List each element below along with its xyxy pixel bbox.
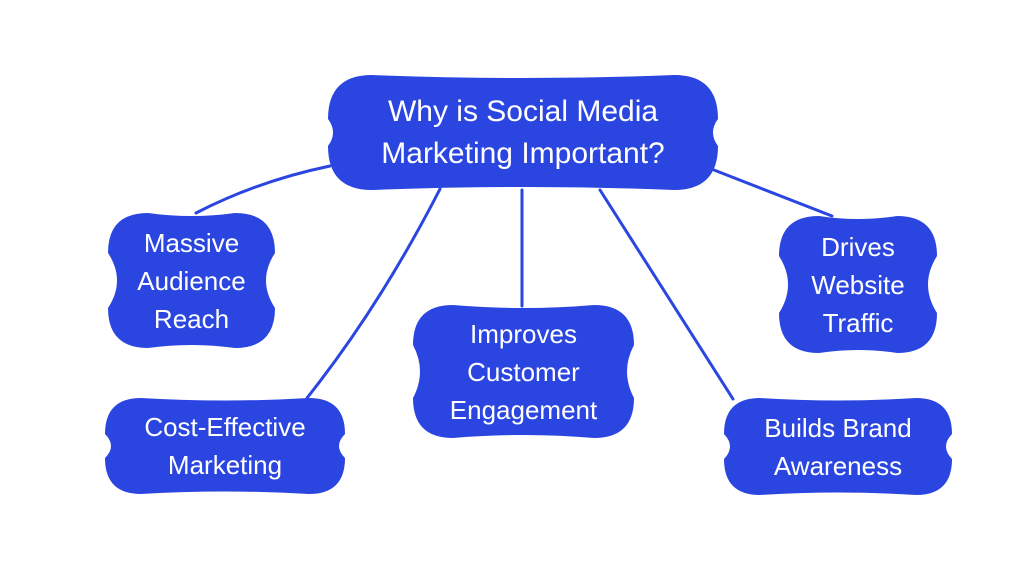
connector-central-to-drives-website-traffic [712, 168, 834, 218]
node-shape-massive-audience-reach [108, 213, 275, 348]
node-shape-cost-effective-marketing [105, 398, 345, 494]
branch-node-massive-audience-reach[interactable]: Massive Audience Reach [108, 213, 275, 348]
branch-label: Builds Brand Awareness [764, 412, 912, 481]
branch-label: Cost-Effective Marketing [144, 412, 306, 480]
node-shape-builds-brand-awareness [724, 398, 952, 495]
connector-central-to-massive-audience-reach [194, 164, 332, 215]
branch-node-drives-website-traffic[interactable]: Drives Website Traffic [779, 216, 937, 353]
branch-node-improves-customer-engagement[interactable]: Improves Customer Engagement [413, 305, 634, 438]
central-topic-label: Why is Social Media Marketing Important? [381, 94, 665, 170]
branch-node-builds-brand-awareness[interactable]: Builds Brand Awareness [724, 398, 952, 495]
connector-central-to-cost-effective-marketing [305, 187, 442, 400]
branch-label: Drives Website Traffic [811, 231, 905, 338]
central-topic-node[interactable]: Why is Social Media Marketing Important? [328, 75, 718, 190]
node-shape-drives-website-traffic [779, 216, 937, 353]
branch-label: Massive Audience Reach [137, 227, 246, 334]
branch-label: Improves Customer Engagement [449, 318, 598, 425]
connector-central-to-builds-brand-awareness [598, 188, 735, 401]
node-shape-improves-customer-engagement [413, 305, 634, 438]
branch-node-cost-effective-marketing[interactable]: Cost-Effective Marketing [105, 398, 345, 494]
node-shape-central [328, 75, 718, 190]
